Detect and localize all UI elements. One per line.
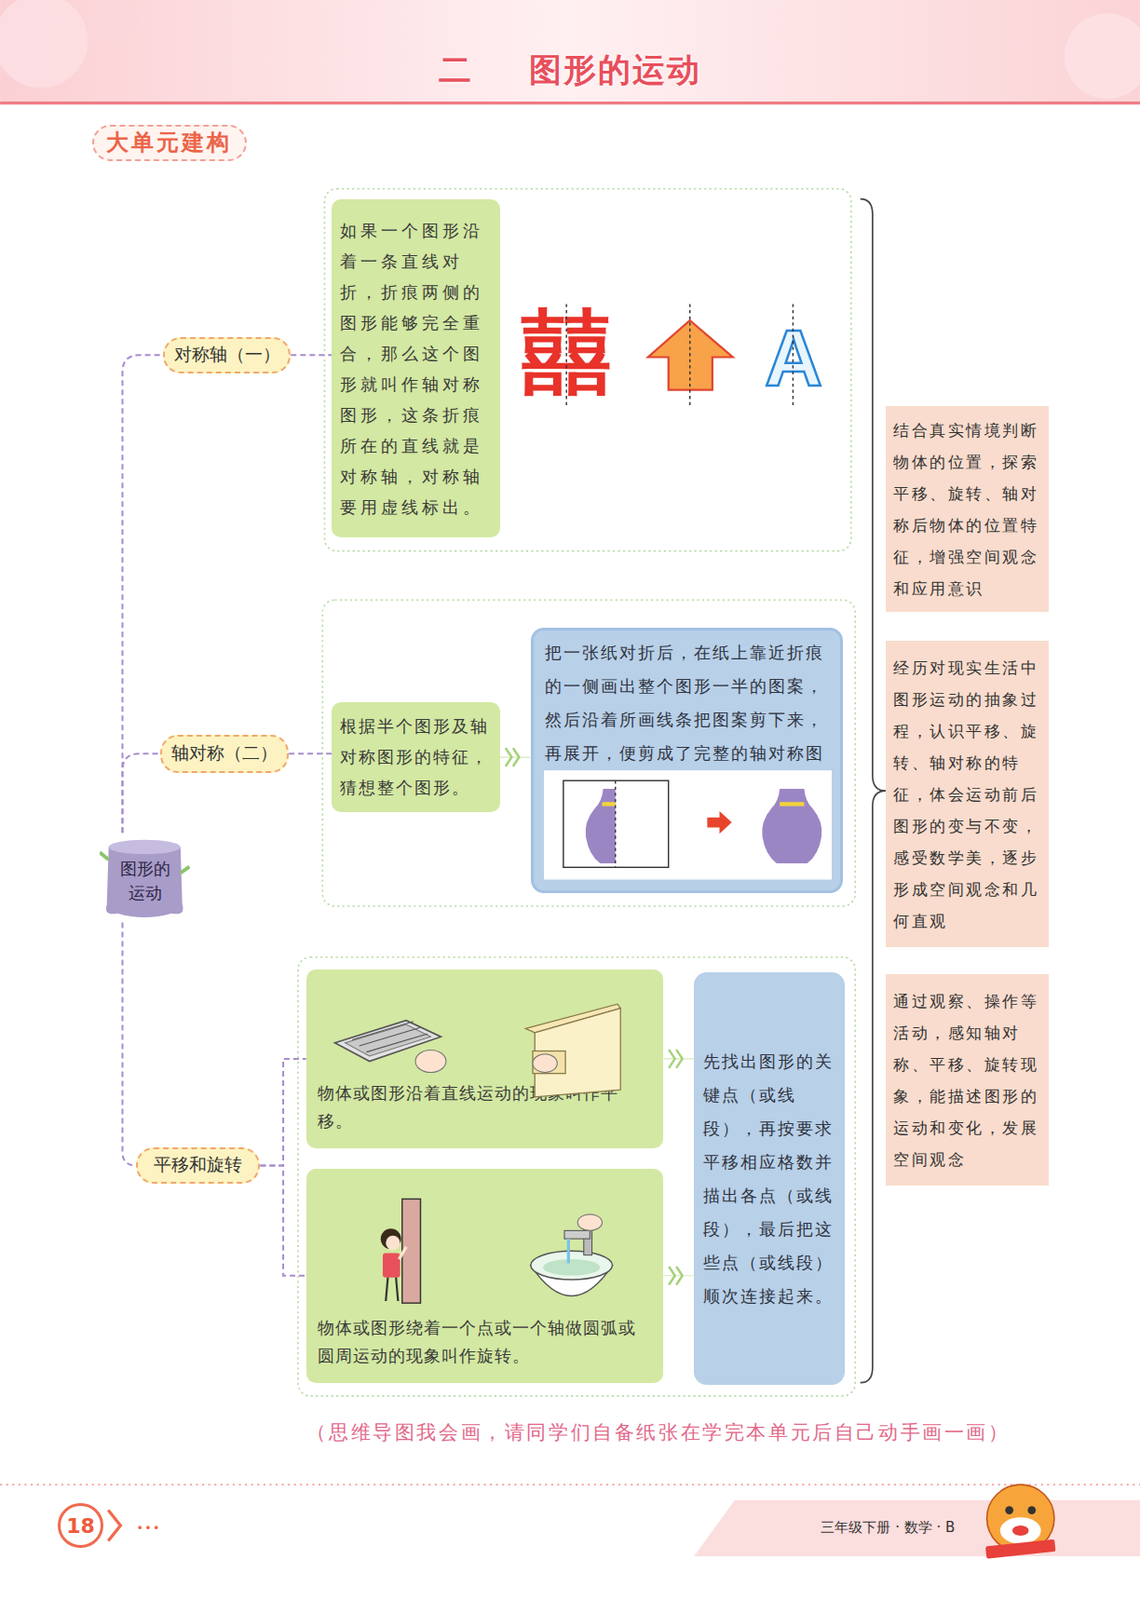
footer-band: [693, 1500, 1140, 1557]
concept-box: 如果一个图形沿着一条直线对折，折痕两侧的图形能够完全重合，那么这个图形就叫作轴对…: [331, 199, 501, 539]
branch-line: [259, 1165, 306, 1276]
connector: [259, 1058, 306, 1167]
method-box: 把一张纸对折后，在纸上靠近折痕的一侧画出整个图形一半的图案，然后沿着所画线条把图…: [530, 627, 843, 894]
footer-rule: [0, 1483, 1140, 1486]
concept-box: 物体或图形绕着一个点或一个轴做圆弧或圆周运动的现象叫作旋转。: [306, 1168, 665, 1384]
footer-dot: [146, 1525, 150, 1530]
branch-line: [290, 353, 332, 356]
mascot-face: [1000, 1517, 1042, 1544]
figure-character: 囍: [515, 300, 618, 404]
box-text: 18: [66, 1514, 95, 1538]
group-frame: [298, 957, 855, 1397]
mascot-eye: [1004, 1506, 1014, 1515]
arrow-head: [669, 1050, 676, 1068]
branch-pill: 平移和旋转: [135, 1147, 261, 1184]
box-text: 轴对称（二）: [171, 741, 278, 766]
connector: [122, 753, 161, 833]
mascot-ribbon: [985, 1539, 1056, 1560]
caption: （思维导图我会画，请同学们自备纸张在学完本单元后自己动手画一画）: [255, 1419, 1062, 1446]
book-info: 三年级下册 · 数学 · B: [790, 1514, 985, 1541]
branch-line: [122, 922, 136, 1167]
arrow-head: [505, 748, 512, 766]
flow-line: [663, 1058, 694, 1059]
connector: [663, 1050, 694, 1068]
box-text: 物体或图形绕着一个点或一个轴做圆弧或圆周运动的现象叫作旋转。: [317, 1314, 653, 1371]
box-text: 大单元建构: [106, 127, 232, 158]
concept-box: 物体或图形沿着直线运动的现象叫作平移。: [306, 969, 665, 1149]
method-box: 先找出图形的关键点（或线段），再按要求平移相应格数并描出各点（或线段），最后把这…: [693, 972, 845, 1385]
page-chevron: [108, 1510, 121, 1542]
page-title: 二 图形的运动: [0, 48, 1140, 93]
mascot-mouth: [1012, 1525, 1030, 1536]
section-badge: 大单元建构: [92, 124, 248, 162]
header-bubble: [0, 0, 88, 88]
arrow-figure: [648, 320, 733, 391]
header-band: [0, 0, 1140, 103]
box-text: 平移和旋转: [153, 1153, 243, 1178]
stump-top: [108, 840, 181, 855]
mascot-eye: [1027, 1506, 1036, 1515]
symmetry-axis: [689, 304, 691, 409]
page-number: 18: [57, 1503, 103, 1548]
header-rule: [0, 101, 1140, 105]
arrow-head: [677, 1267, 683, 1285]
box-text: 把一张纸对折后，在纸上靠近折痕的一侧画出整个图形一半的图案，然后沿着所画线条把图…: [544, 636, 829, 804]
goal-box: 通过观察、操作等活动，感知轴对称、平移、旋转现象，能描述图形的运动和变化，发展空…: [885, 974, 1049, 1186]
connector: [663, 1267, 694, 1285]
arrow-head: [669, 1267, 676, 1285]
box-text: 对称轴（一）: [174, 342, 281, 367]
connector: [122, 354, 163, 833]
branch-pill: 对称轴（一）: [162, 337, 291, 374]
group-frame: [324, 189, 851, 552]
flow-line: [500, 756, 531, 758]
connector: [290, 354, 332, 356]
branch-line: [122, 354, 163, 833]
root-stump: 图形的运动: [99, 832, 190, 923]
box-text: 图形的运动: [118, 849, 173, 906]
header-bubble: [1064, 13, 1140, 99]
footer-dot: [154, 1525, 159, 1530]
header-bubble: [85, 0, 139, 45]
box-text: 如果一个图形沿着一条直线对折，折痕两侧的图形能够完全重合，那么这个图形就叫作轴对…: [339, 215, 492, 523]
box-text: 通过观察、操作等活动，感知轴对称、平移、旋转现象，能描述图形的运动和变化，发展空…: [893, 985, 1042, 1176]
box-text: 根据半个图形及轴对称图形的特征，猜想整个图形。: [339, 711, 492, 804]
connector: [122, 922, 136, 1167]
branch-line: [122, 753, 161, 833]
concept-box: 根据半个图形及轴对称图形的特征，猜想整个图形。: [331, 702, 501, 813]
box-text: 物体或图形沿着直线运动的现象叫作平移。: [317, 1079, 653, 1136]
stump-body: [106, 843, 184, 919]
connector: [288, 753, 332, 755]
arrow-head: [513, 748, 519, 766]
footer-dot: [137, 1525, 142, 1530]
figure-letter: A: [760, 316, 827, 399]
branch-line: [259, 1058, 306, 1167]
bracket: [860, 199, 886, 1384]
arrow-head: [677, 1050, 683, 1068]
group-frame: [322, 599, 855, 907]
box-text: 先找出图形的关键点（或线段），再按要求平移相应格数并描出各点（或线段），最后把这…: [703, 1045, 836, 1314]
branch-line: [288, 752, 332, 755]
flow-line: [663, 1275, 694, 1276]
box-text: 经历对现实生活中图形运动的抽象过程，认识平移、旋转、轴对称的特征，体会运动前后图…: [893, 651, 1042, 937]
box-text: 结合真实情境判断物体的位置，探索平移、旋转、轴对称后物体的位置特征，增强空间观念…: [893, 414, 1042, 605]
goal-box: 结合真实情境判断物体的位置，探索平移、旋转、轴对称后物体的位置特征，增强空间观念…: [885, 406, 1049, 612]
branch-pill: 轴对称（二）: [160, 734, 289, 774]
goal-box: 经历对现实生活中图形运动的抽象过程，认识平移、旋转、轴对称的特征，体会运动前后图…: [885, 640, 1049, 948]
connector: [500, 748, 531, 766]
connector: [259, 1165, 306, 1276]
